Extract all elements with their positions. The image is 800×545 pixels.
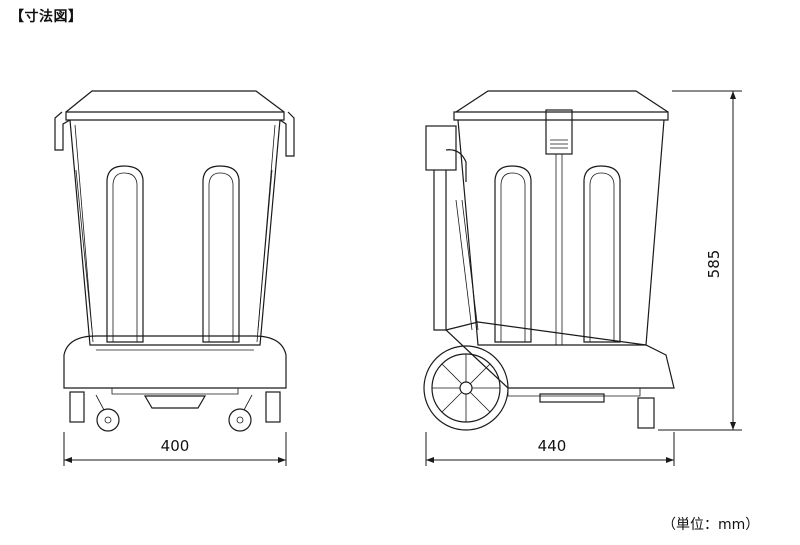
height-dimension — [658, 90, 742, 431]
front-width-dimension — [63, 432, 287, 466]
side-view-bin — [423, 90, 675, 431]
front-view-bin — [54, 90, 295, 432]
height-label: 585 — [705, 250, 723, 279]
front-width-label: 400 — [161, 437, 190, 455]
side-depth-label: 440 — [538, 437, 567, 455]
unit-note: （単位：mm） — [662, 517, 760, 533]
side-depth-dimension — [425, 432, 675, 466]
diagram-title: 【寸法図】 — [10, 9, 83, 25]
